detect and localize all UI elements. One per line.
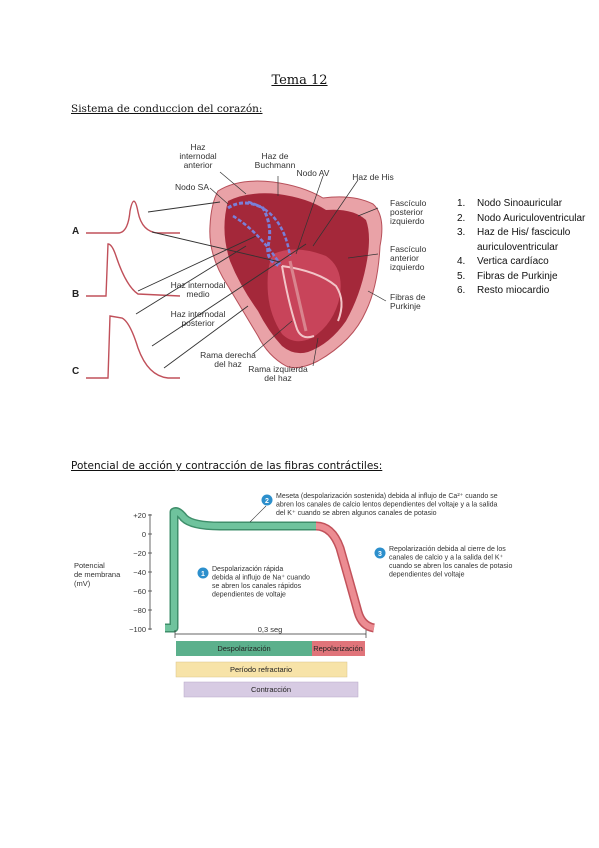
badge-3 <box>374 547 386 559</box>
purkinje-branch-right <box>281 265 343 322</box>
list-number: 1. <box>457 198 466 209</box>
bar-repolarization-label: Repolarización <box>313 644 363 653</box>
badge-3-num: 3 <box>378 551 382 558</box>
label-nodo-sa: Nodo SA <box>175 182 209 192</box>
list-text: Resto miocardio <box>477 285 550 296</box>
septum <box>288 260 308 332</box>
trace-c-label: C <box>72 366 79 377</box>
list-item: 3. Haz de His/ fasciculo auriculoventricu… <box>455 226 595 255</box>
section-heading-conduction: Sistema de conduccion del corazón: <box>71 103 263 115</box>
list-number: 4. <box>457 256 466 267</box>
label-haz-his: Haz de His <box>352 172 394 182</box>
badge-2-num: 2 <box>265 498 269 505</box>
list-text: Vertica cardíaco <box>477 256 549 267</box>
list-item: 4. Vertica cardíaco <box>455 255 595 270</box>
bar-refractory <box>175 661 348 678</box>
bar-depolarization-label: Despolarización <box>217 644 270 653</box>
list-item: 2. Nodo Auriculoventricular <box>455 212 595 227</box>
list-text: Haz de His/ fasciculo auriculoventricula… <box>477 227 571 253</box>
conduction-list: 1. Nodo Sinoauricular 2. Nodo Auriculovent… <box>455 197 595 299</box>
tick-label: 0 <box>142 530 146 539</box>
bar-depolarization <box>176 641 312 656</box>
trace-c-curve <box>86 315 180 379</box>
tick-label: −80 <box>133 606 146 615</box>
bar-contraction <box>183 681 359 698</box>
label-nodo-av: Nodo AV <box>297 168 330 178</box>
section-heading-action-potential: Potencial de acción y contracción de las… <box>71 460 383 472</box>
tick-label: −20 <box>133 549 146 558</box>
conduction-pathway <box>227 201 281 268</box>
bar-repolarization <box>312 641 365 656</box>
tick-label: +20 <box>133 511 146 520</box>
tick-label: −40 <box>133 568 146 577</box>
badge-1 <box>197 567 209 579</box>
list-number: 6. <box>457 285 466 296</box>
purkinje-branch-left <box>281 265 315 339</box>
badge-2 <box>261 494 273 506</box>
trace-a-label: A <box>72 226 79 237</box>
list-text: Nodo Sinoauricular <box>477 198 563 209</box>
list-text: Nodo Auriculoventricular <box>477 212 586 224</box>
list-number: 5. <box>457 270 466 282</box>
annotation-2: Meseta (despolarización sostenida) debid… <box>276 493 498 517</box>
list-item: 6. Resto miocardio <box>455 284 595 299</box>
conduction-pathway-2 <box>232 214 282 265</box>
list-item: 5. Fibras de Purkinje <box>455 270 595 285</box>
list-number: 2. <box>457 212 466 224</box>
list-text: Fibras de Purkinje <box>477 270 558 282</box>
page-title: Tema 12 <box>271 73 328 88</box>
tick-label: −60 <box>133 587 146 596</box>
list-item: 1. Nodo Sinoauricular <box>455 197 595 212</box>
trace-a-curve <box>86 200 180 234</box>
trace-b-label: B <box>72 289 79 300</box>
duration-label: 0,3 seg <box>258 625 283 634</box>
bar-contraction-label: Contracción <box>251 685 291 694</box>
trace-b-curve <box>86 243 181 297</box>
heart-chamber <box>267 249 341 342</box>
list-number: 3. <box>457 227 466 238</box>
conduction-pathway-3 <box>247 200 292 257</box>
repolarization-curve <box>315 521 376 633</box>
tick-label: −100 <box>129 625 146 634</box>
bar-refractory-label: Período refractario <box>230 665 292 674</box>
badge-1-num: 1 <box>201 571 205 578</box>
